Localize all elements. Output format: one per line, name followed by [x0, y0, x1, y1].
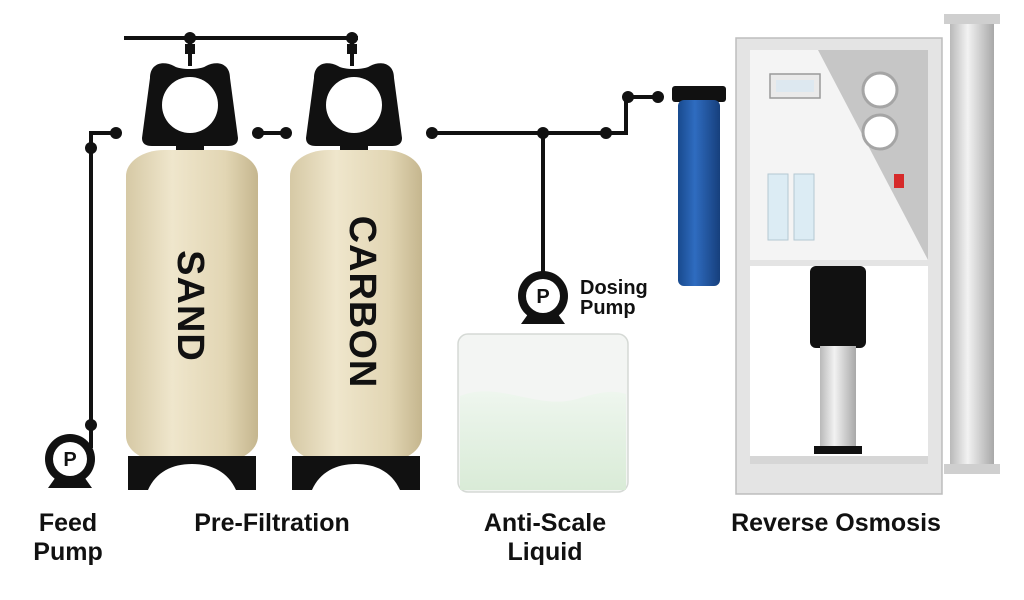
- pressure-gauge-1: [861, 71, 899, 109]
- ro-control-panel: [818, 50, 928, 260]
- anti-scale-tank: [457, 333, 629, 493]
- ro-unit: [735, 14, 1000, 495]
- sand-tank: SAND: [126, 63, 258, 490]
- flowmeter-1: [767, 173, 789, 241]
- feed-pump: P: [45, 434, 95, 488]
- anti-scale-label: Anti-Scale Liquid: [450, 509, 640, 567]
- dosing-pump-label-line1: Dosing: [580, 277, 648, 299]
- feed-pump-label: Feed Pump: [22, 509, 114, 567]
- carbon-tank-body: [290, 150, 422, 462]
- dosing-pump-symbol: P: [536, 286, 549, 308]
- pipe-fittings: [85, 32, 664, 431]
- pre-filtration-label: Pre-Filtration: [194, 509, 350, 537]
- piping: [89, 36, 660, 448]
- ro-motor: [810, 266, 866, 348]
- anti-scale-liquid: [460, 391, 626, 490]
- ro-pump-shaft: [820, 346, 856, 450]
- outlet-pipe: [430, 95, 660, 135]
- anti-scale-label-line2: Liquid: [507, 538, 583, 566]
- carbon-tank-base: [292, 456, 420, 490]
- ro-membrane-vessel: [950, 20, 994, 470]
- feed-pump-label-line2: Pump: [33, 538, 103, 566]
- reverse-osmosis-label: Reverse Osmosis: [731, 509, 941, 537]
- ro-indicator: [894, 174, 904, 188]
- carbon-tank: CARBON: [290, 63, 422, 490]
- sand-tank-label: SAND: [169, 250, 211, 362]
- feed-pump-symbol: P: [63, 449, 76, 471]
- pressure-gauge-2: [861, 113, 899, 151]
- feed-riser-pipe: [89, 131, 118, 448]
- dosing-pump: P: [518, 271, 568, 324]
- cartridge-filter: [672, 86, 726, 286]
- sand-tank-body: [126, 150, 258, 462]
- dosing-pump-label-line2: Pump: [580, 297, 636, 319]
- sand-tank-base: [128, 456, 256, 490]
- feed-pump-label-line1: Feed: [38, 509, 98, 537]
- anti-scale-label-line1: Anti-Scale: [483, 509, 607, 537]
- flowmeter-2: [793, 173, 815, 241]
- carbon-tank-label: CARBON: [341, 216, 383, 389]
